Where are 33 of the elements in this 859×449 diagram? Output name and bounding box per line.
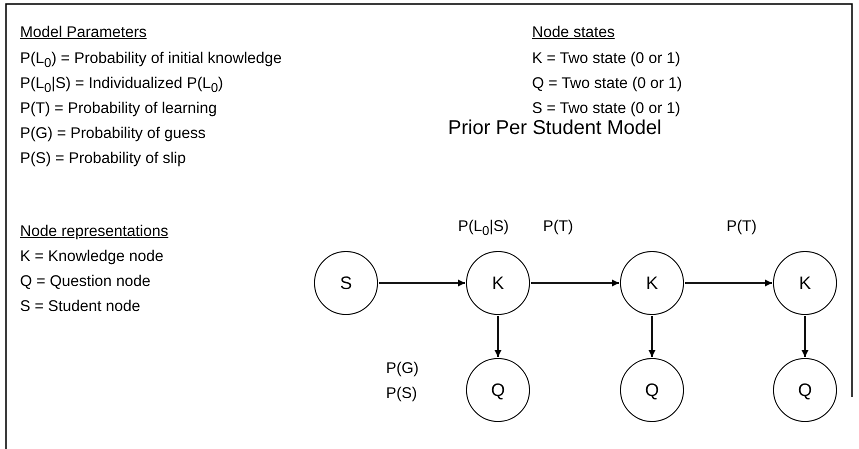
- diagram-title: Prior Per Student Model: [448, 116, 662, 140]
- edge-label: P(T): [543, 218, 574, 236]
- parameter-label: P(G): [386, 360, 419, 378]
- legend-text: Q = Two state (0 or 1): [532, 75, 682, 93]
- legend-text: P(T) = Probability of learning: [20, 100, 217, 118]
- legend-text: P(L$_{0}$) = Probability of initial knowledge: [20, 50, 282, 72]
- edge-label: P(T): [726, 218, 757, 236]
- parameter-label: P(L$_{0}$|S): [458, 218, 509, 240]
- node-label: K: [492, 272, 504, 294]
- arrow: [648, 316, 656, 357]
- node-label: S: [340, 272, 352, 294]
- node-label: K: [646, 272, 658, 294]
- section-heading: Node representations: [20, 223, 168, 241]
- arrow: [802, 316, 808, 357]
- arrow: [379, 280, 465, 286]
- legend-text: P(G) = Probability of guess: [20, 125, 206, 143]
- legend-text: P(S) = Probability of slip: [20, 150, 186, 168]
- arrow: [494, 316, 502, 357]
- legend-text: S = Student node: [20, 298, 140, 316]
- parameter-label: P(S): [386, 385, 417, 403]
- arrow: [531, 280, 619, 286]
- legend-text: K = Knowledge node: [20, 248, 164, 266]
- node-label: K: [798, 272, 811, 294]
- legend-text: P(L$_{0}$|S) = Individualized P(L$_{0}$): [20, 75, 224, 98]
- section-heading: Node states: [532, 24, 615, 42]
- legend-text: S = Two state (0 or 1): [532, 100, 680, 118]
- legend-text: K = Two state (0 or 1): [532, 50, 680, 68]
- node-label: Q: [490, 380, 505, 400]
- node-label: Q: [644, 380, 659, 400]
- legend-text: Q = Question node: [20, 273, 151, 291]
- arrow: [685, 280, 772, 286]
- node-label: Q: [798, 380, 812, 400]
- section-heading: Model Parameters: [20, 24, 147, 42]
